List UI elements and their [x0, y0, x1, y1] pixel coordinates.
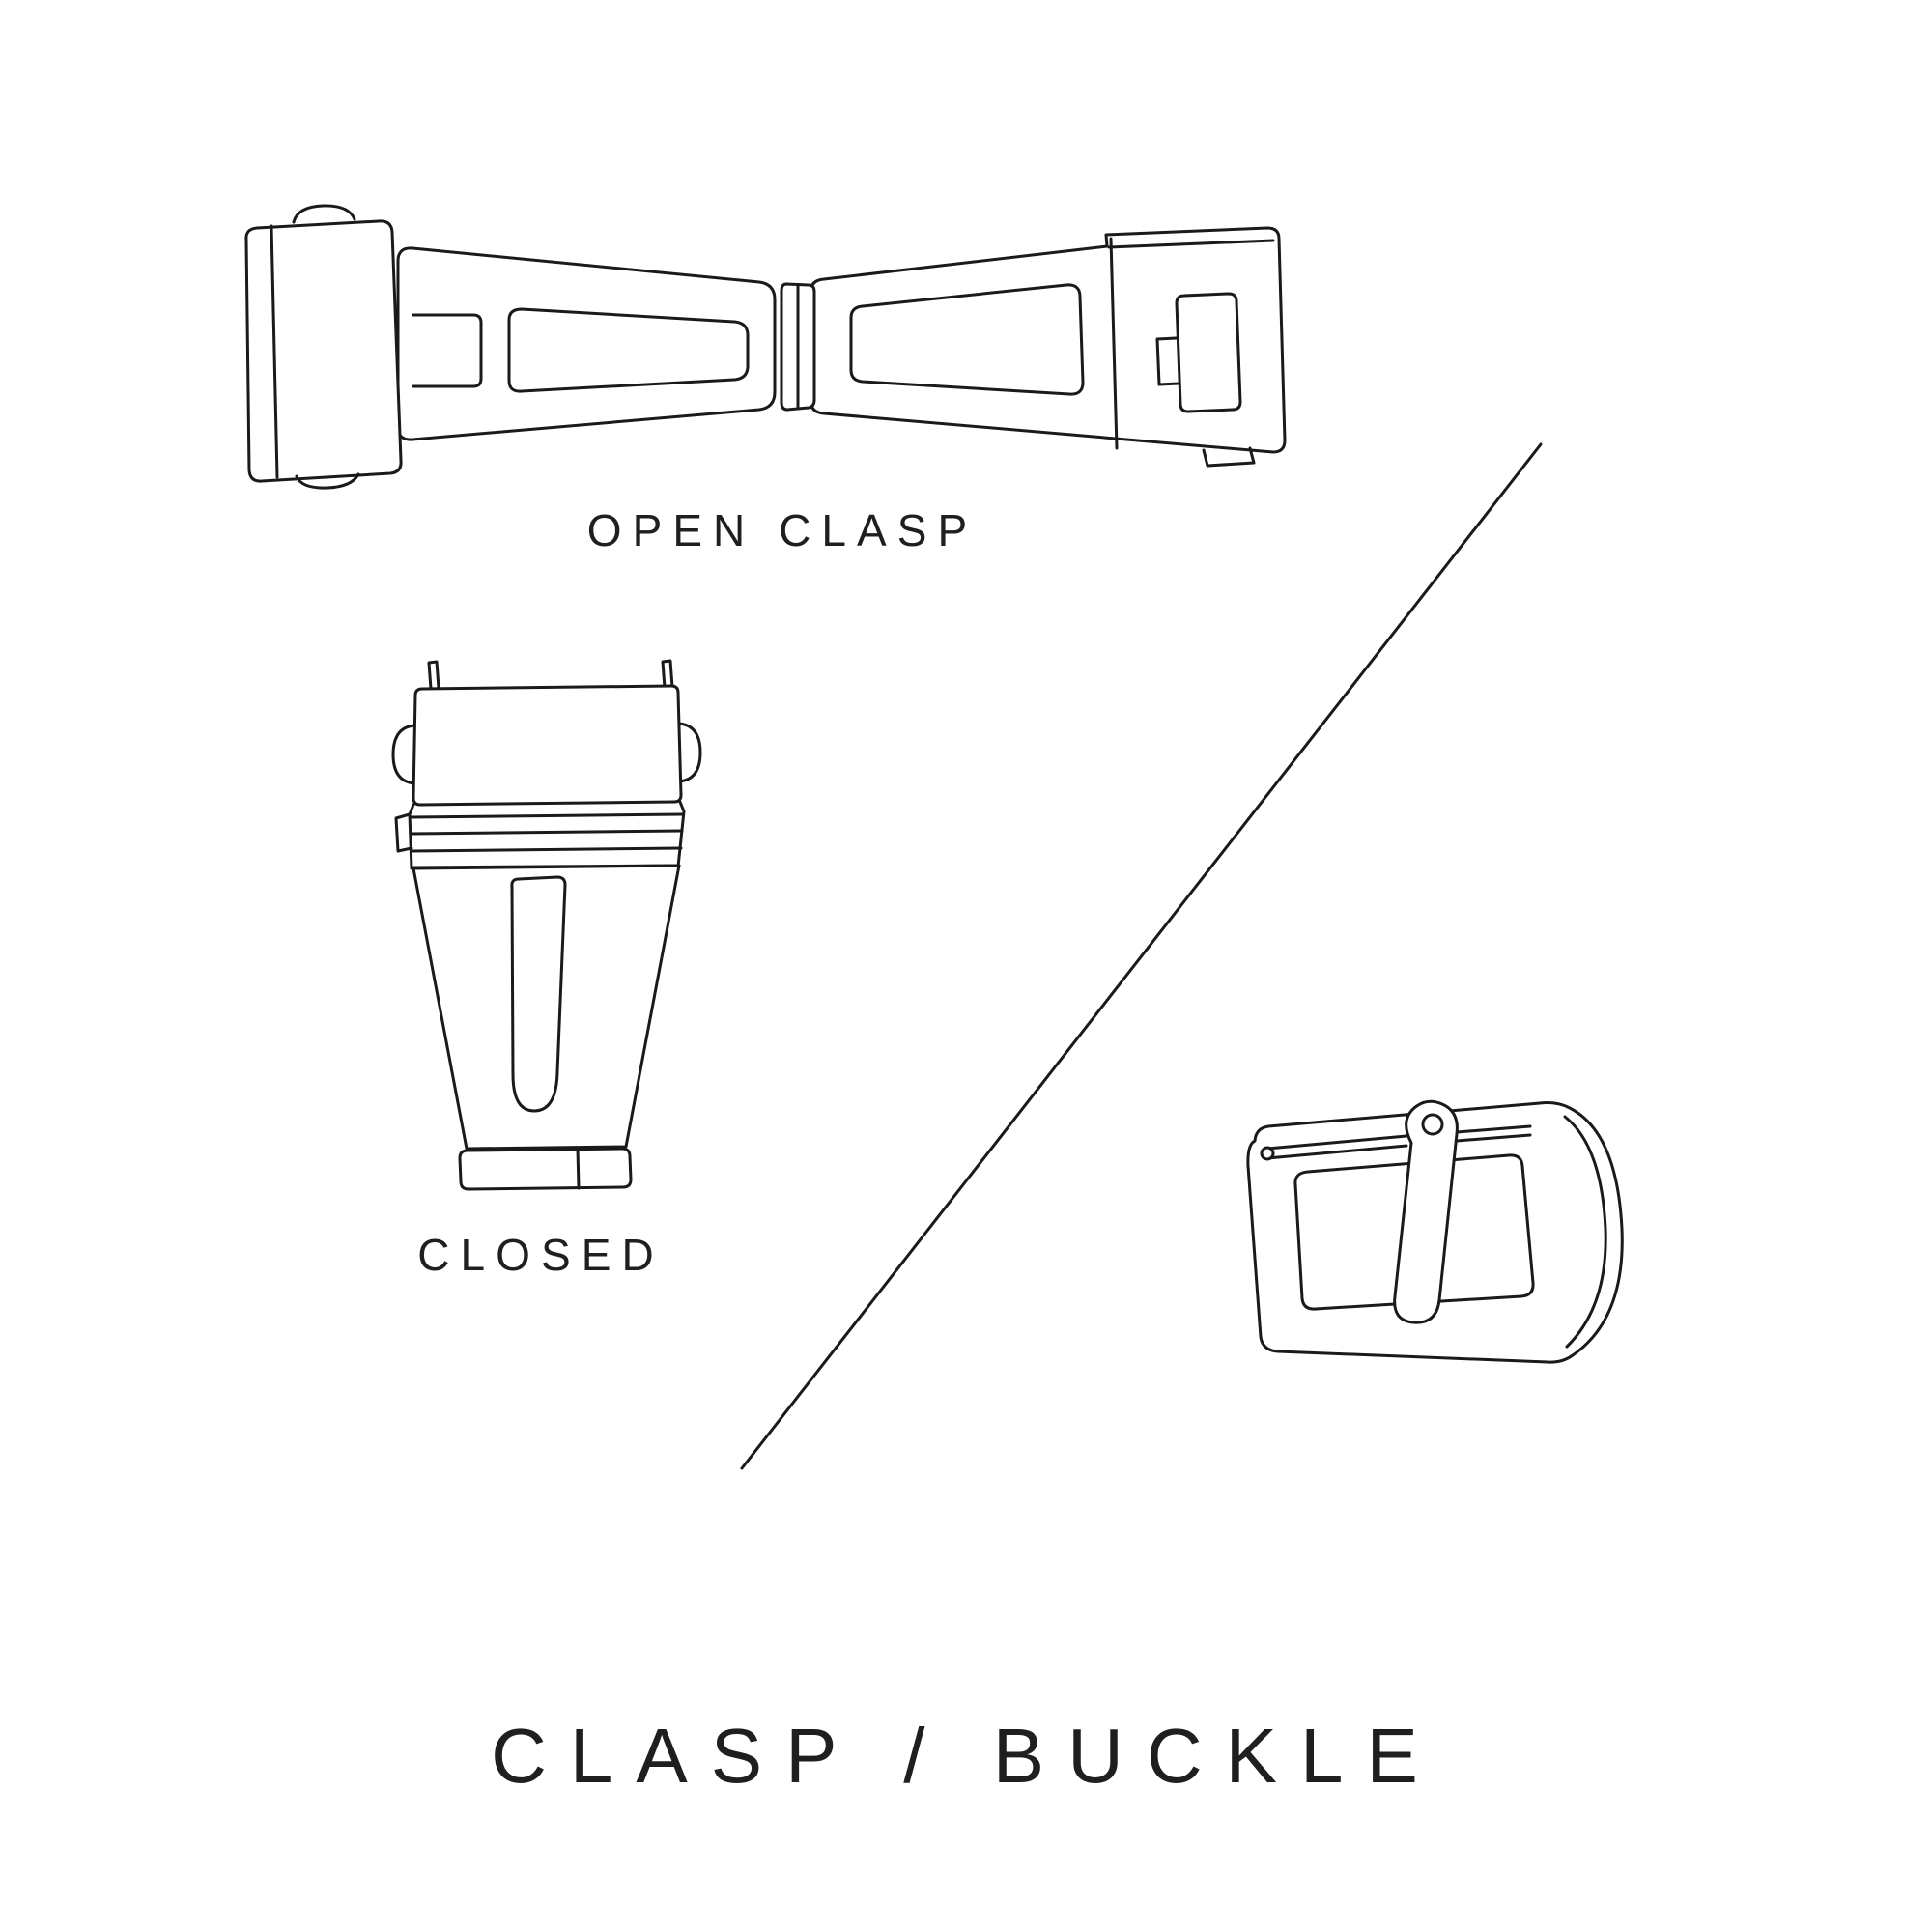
figure-title: CLASP / BUCKLE — [491, 1713, 1441, 1799]
closed-clasp-drawing-icon — [391, 659, 702, 1191]
open-clasp-drawing-icon — [244, 204, 1287, 490]
open-clasp-label: OPEN CLASP — [586, 505, 979, 555]
closed-clasp-label: CLOSED — [417, 1230, 665, 1280]
buckle-drawing-icon — [1246, 1099, 1624, 1364]
diagonal-divider-line — [740, 442, 1543, 1470]
